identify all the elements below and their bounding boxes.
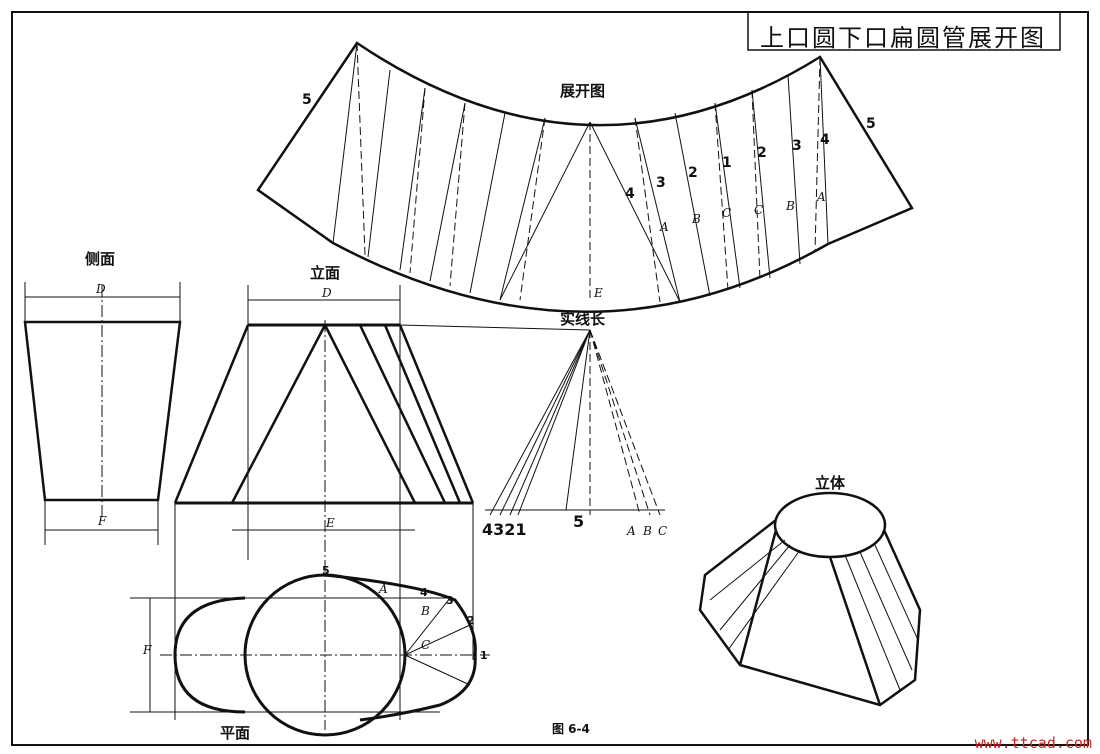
solid-view bbox=[698, 491, 922, 707]
dev-point: 4 bbox=[820, 132, 830, 148]
tl-label-c: C bbox=[658, 524, 668, 538]
drawing-title: 上口圆下口扁圆管展开图 bbox=[760, 24, 1046, 52]
label-front: 立面 bbox=[310, 264, 341, 282]
plan-point-4: 4 bbox=[420, 586, 428, 599]
tl-label-b: B bbox=[643, 524, 652, 538]
dev-letter: A bbox=[660, 220, 669, 234]
dev-letter: B bbox=[786, 199, 795, 213]
plan-letter-c: C bbox=[421, 638, 431, 652]
label-plan: 平面 bbox=[220, 724, 251, 742]
dev-point: 1 bbox=[722, 155, 732, 171]
watermark: www.ttcad.com bbox=[974, 734, 1092, 752]
dev-letter: C bbox=[754, 203, 764, 217]
label-true-length: 实线长 bbox=[560, 310, 606, 328]
dev-point: 3 bbox=[656, 175, 666, 191]
dim-f-side: F bbox=[98, 514, 107, 528]
plan-point-2: 2 bbox=[467, 614, 475, 627]
development-pattern bbox=[256, 41, 914, 313]
dim-e-front: E bbox=[326, 516, 335, 530]
title-box bbox=[747, 11, 1061, 51]
tl-label-left: 4321 bbox=[482, 520, 527, 539]
dev-label-left: 5 bbox=[302, 92, 312, 108]
frame-border bbox=[11, 11, 1089, 746]
dev-letter: C bbox=[722, 206, 732, 220]
label-side: 侧面 bbox=[85, 250, 116, 268]
plan-view bbox=[130, 573, 490, 737]
plan-point-5: 5 bbox=[322, 564, 330, 577]
plan-point-3: 3 bbox=[446, 594, 454, 607]
dim-f-plan: F bbox=[143, 643, 152, 657]
label-solid: 立体 bbox=[815, 474, 846, 492]
tl-label-center: 5 bbox=[573, 512, 585, 531]
dim-d-side: D bbox=[96, 282, 106, 296]
dev-point: 4 bbox=[625, 186, 635, 202]
tl-label-a: A bbox=[627, 524, 636, 538]
true-length-diagram bbox=[485, 329, 665, 516]
dev-letter: A bbox=[817, 190, 826, 204]
figure-caption: 图 6-4 bbox=[552, 722, 590, 736]
dev-point: 3 bbox=[792, 138, 802, 154]
dev-point: 2 bbox=[688, 165, 698, 181]
dim-e-development: E bbox=[594, 286, 603, 300]
dev-point: 2 bbox=[757, 145, 767, 161]
label-development: 展开图 bbox=[560, 82, 606, 100]
side-view bbox=[23, 282, 182, 545]
plan-point-1: 1 bbox=[480, 649, 488, 662]
dev-letter: B bbox=[692, 212, 701, 226]
plan-letter-a: A bbox=[379, 582, 388, 596]
dim-d-front: D bbox=[322, 286, 332, 300]
plan-letter-b: B bbox=[421, 604, 430, 618]
dev-label-right: 5 bbox=[866, 116, 876, 132]
front-view bbox=[173, 285, 591, 730]
